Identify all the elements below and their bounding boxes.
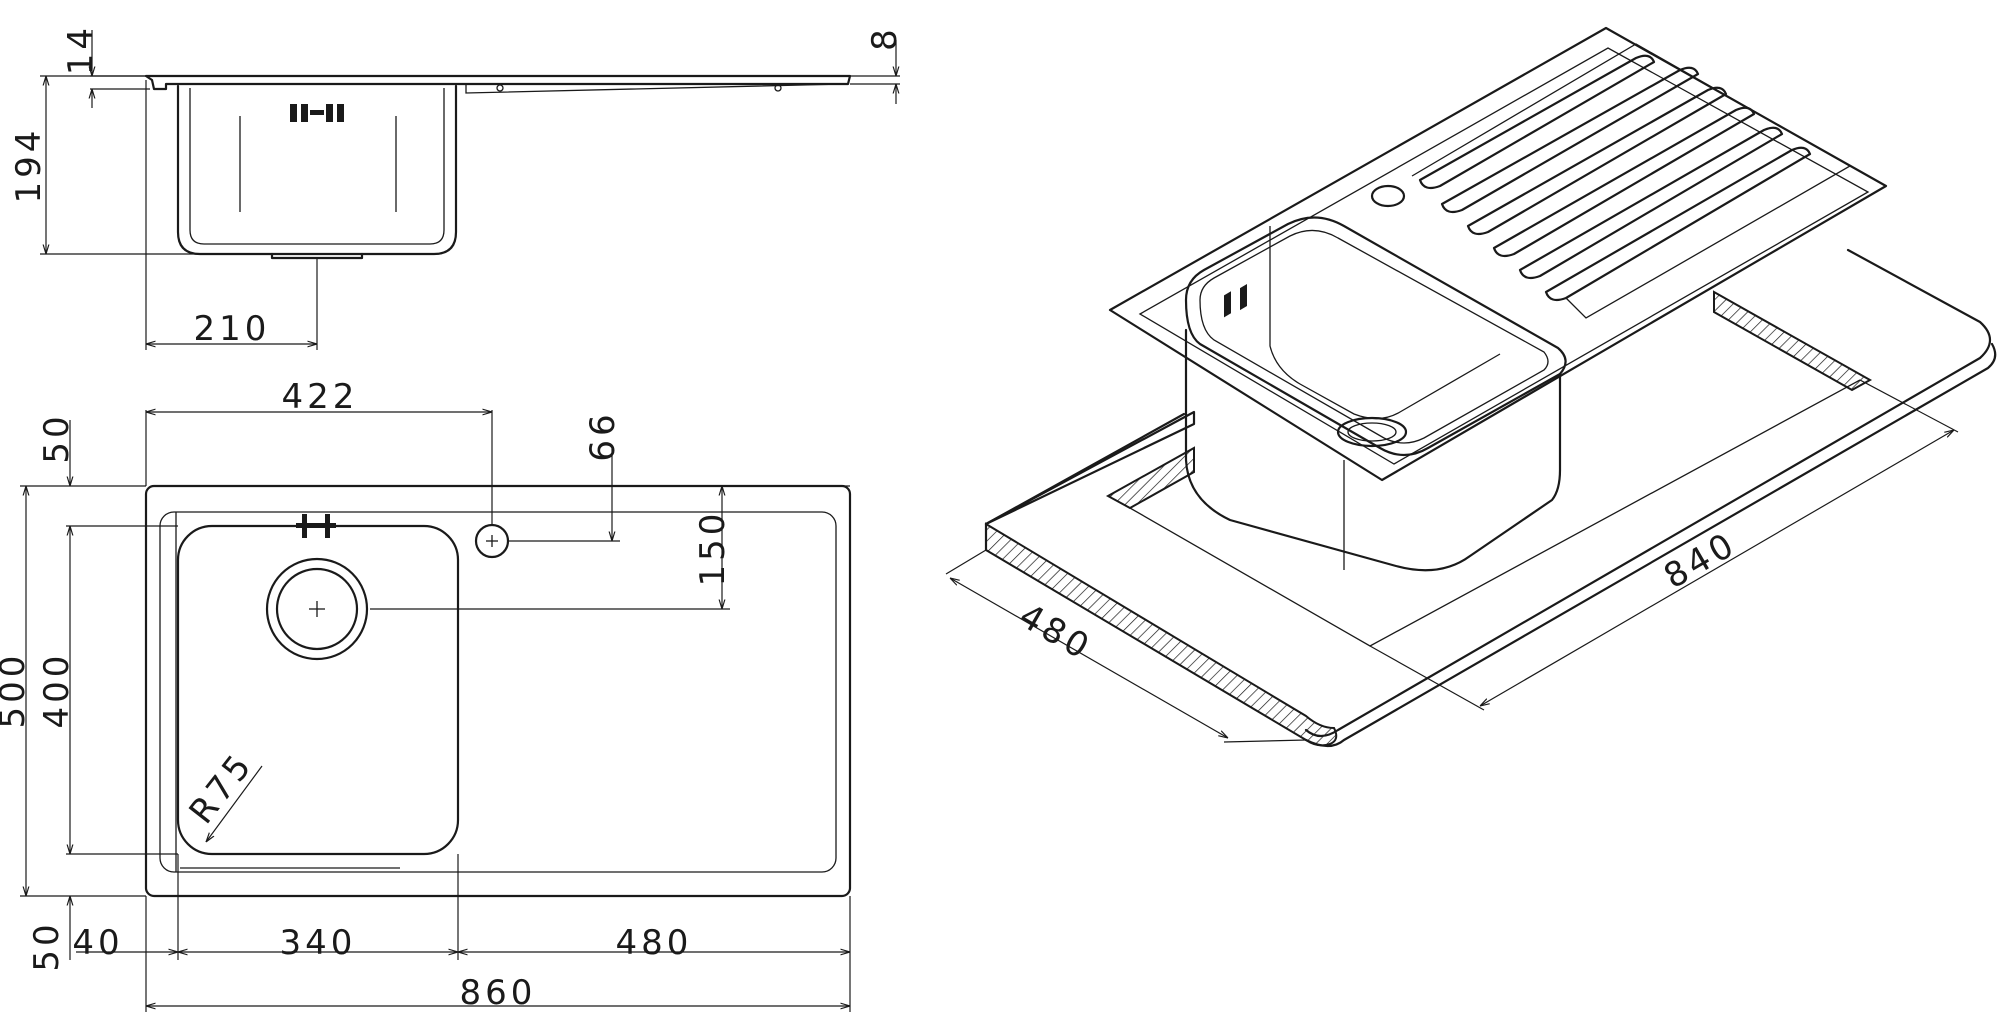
bowl-outer-profile <box>176 84 458 256</box>
dim-500-label: 500 <box>0 652 33 729</box>
bowl-body <box>1184 328 1562 572</box>
plan-outline <box>144 484 852 898</box>
rim-profile <box>144 74 852 91</box>
iso-waste-outlet <box>1336 416 1408 448</box>
dim-150-label: 150 <box>693 510 733 587</box>
sink-rim-outer <box>1108 26 1888 482</box>
cutout-hatch-left <box>1105 446 1195 510</box>
dim-340-label: 340 <box>280 923 357 963</box>
dim-40-label: 40 <box>72 923 123 963</box>
iso-overflow-icon <box>1224 284 1247 318</box>
overflow-icon <box>296 514 336 538</box>
isometric-view: 480 840 <box>945 26 1997 748</box>
bowl-inner-profile <box>189 88 445 245</box>
plan-inner-rim <box>159 511 837 873</box>
dim-210-label: 210 <box>194 309 271 349</box>
radius-r75-label: R75 <box>182 745 262 832</box>
countertop-right-edge <box>1304 248 1992 738</box>
countertop-back-left-edge <box>984 412 1186 526</box>
dim-66-label: 66 <box>583 410 623 461</box>
iso-tap-hole <box>1370 184 1406 208</box>
dim-422-label: 422 <box>282 377 359 417</box>
dim-50-top-label: 50 <box>37 412 77 463</box>
plan-view: R75 422 66 150 500 400 50 50 <box>0 377 852 1013</box>
dim-8-label: 8 <box>865 25 905 51</box>
dim-14-label: 14 <box>61 24 101 75</box>
bowl-opening <box>1184 216 1567 457</box>
dim-50-bottom-label: 50 <box>27 920 67 971</box>
side-section-view: 14 194 8 210 <box>9 24 905 350</box>
cutout-hatch-right <box>1713 290 1873 392</box>
dim-860-label: 860 <box>460 973 537 1013</box>
countertop-top-left <box>984 410 1196 526</box>
dim-194-label: 194 <box>9 127 49 204</box>
sink-rim-inner <box>1138 47 1870 465</box>
drainer-grooves <box>1411 43 1852 319</box>
countertop-front-edge <box>1304 342 1997 748</box>
waste-outlet <box>265 557 369 661</box>
dim-480-plan-label: 480 <box>616 923 693 963</box>
overflow-slot-icon <box>290 104 344 122</box>
drainer-profile <box>465 83 845 94</box>
dim-400-label: 400 <box>37 652 77 729</box>
